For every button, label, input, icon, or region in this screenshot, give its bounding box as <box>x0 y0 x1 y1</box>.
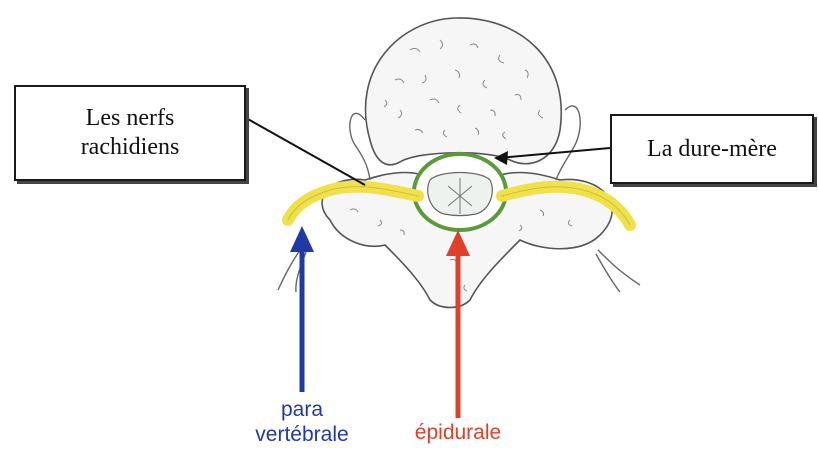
epidural-label: épidurale <box>388 420 528 445</box>
epidural-label-text: épidurale <box>415 421 501 444</box>
nerves-leader-line <box>246 118 365 185</box>
paravertebral-label-line1: para <box>242 397 362 422</box>
paravertebral-arrowhead <box>290 226 314 252</box>
paravertebral-label-line2: vertébrale <box>242 422 362 447</box>
callout-dura-mater: La dure-mère <box>610 114 814 184</box>
callout-nerves-line2: rachidiens <box>81 133 180 162</box>
callout-nerves-line1: Les nerfs <box>81 104 180 133</box>
callout-dura-text: La dure-mère <box>647 135 777 164</box>
paravertebral-label: para vertébrale <box>242 397 362 447</box>
vertebral-body <box>366 18 562 165</box>
callout-spinal-nerves: Les nerfs rachidiens <box>14 85 246 181</box>
